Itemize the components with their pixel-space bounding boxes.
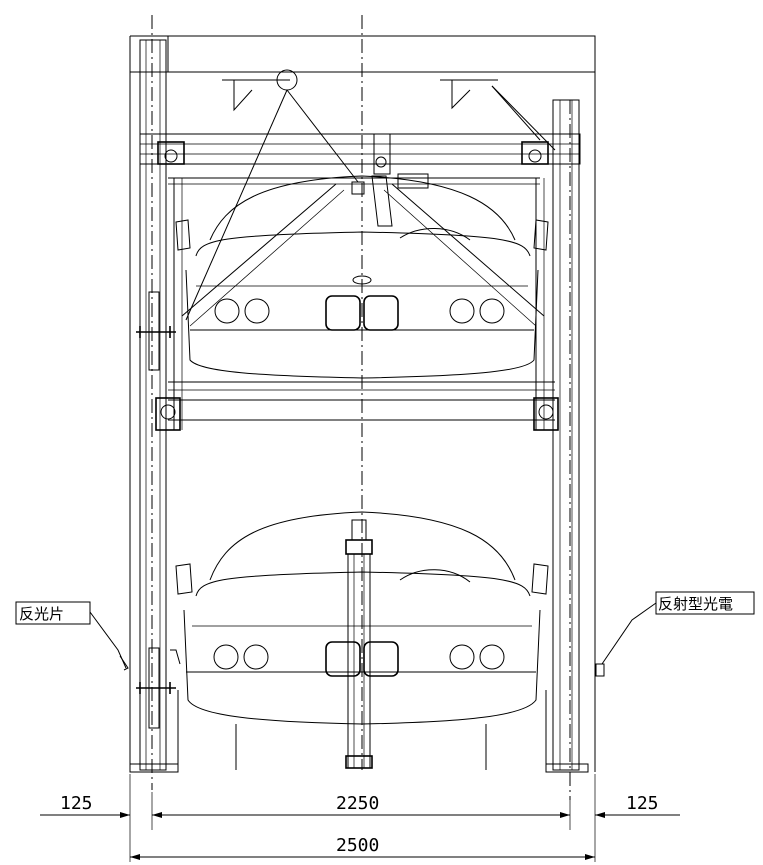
- left-callout: 反光片: [15, 601, 129, 671]
- dimensions: 125 2250 125 2500: [40, 774, 680, 862]
- cable-leaders: [185, 85, 556, 321]
- right-callout-label: 反射型光電: [658, 595, 733, 613]
- dim-inner-span: 2250: [336, 793, 379, 814]
- top-beam: [139, 133, 581, 165]
- upper-car: [175, 175, 549, 379]
- left-lock-devices: [136, 291, 181, 729]
- lift-motor: [351, 133, 429, 227]
- upper-pallet: [155, 177, 559, 431]
- ceiling-brackets: [222, 69, 498, 112]
- ceiling-slab: [129, 35, 596, 772]
- dim-left-offset: 125: [60, 793, 93, 814]
- left-callout-label: 反光片: [19, 605, 64, 623]
- right-column: [545, 99, 589, 773]
- hydraulic-cylinder: [345, 519, 373, 769]
- right-callout: 反射型光電: [595, 591, 755, 677]
- dim-right-offset: 125: [626, 793, 659, 814]
- dim-total-width: 2500: [336, 835, 379, 856]
